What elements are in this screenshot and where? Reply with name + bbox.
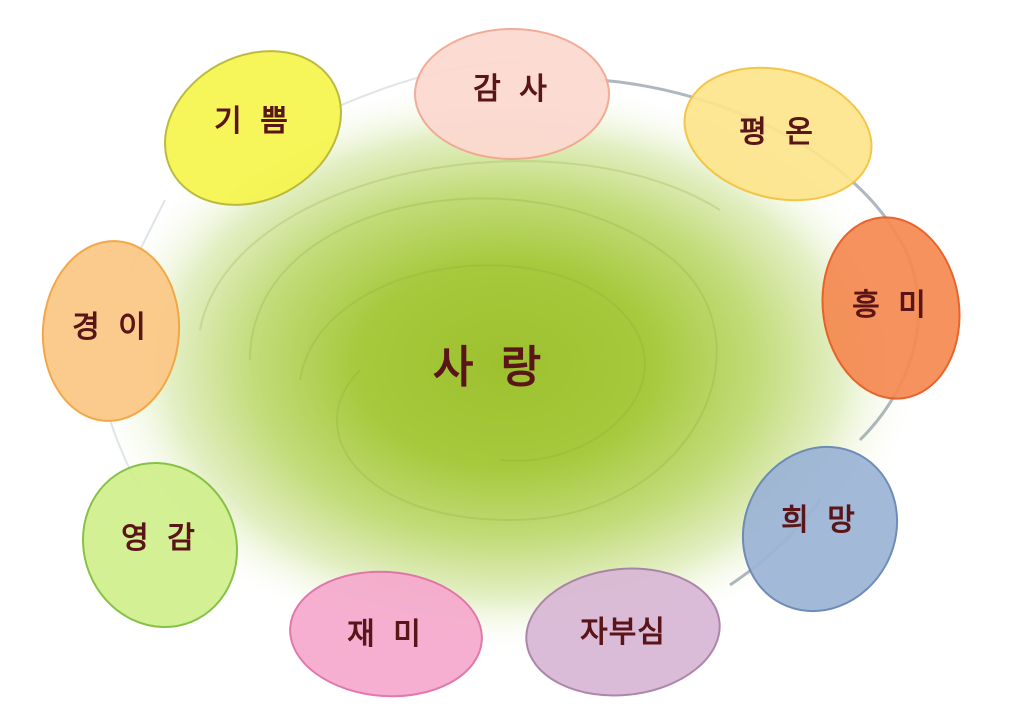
swirl-lines (199, 160, 721, 522)
emotion-bubble-awe: 경 이 (40, 240, 182, 422)
emotion-bubble-gratitude: 감 사 (414, 28, 610, 160)
bubble-shape (741, 445, 899, 613)
bubble-shape (164, 50, 342, 206)
center-glow (85, 75, 925, 655)
bubble-label: 자부심 (580, 615, 666, 650)
bubble-label: 흥 미 (852, 288, 930, 323)
emotion-bubble-inspiration: 영 감 (80, 460, 240, 630)
bubble-shape (821, 216, 961, 400)
emotion-bubble-interest: 흥 미 (818, 216, 964, 400)
bubble-label: 감 사 (473, 72, 551, 107)
bubble-label: 희 망 (781, 503, 859, 538)
emotion-bubble-hope: 희 망 (740, 444, 900, 614)
center-label: 사 랑 (432, 342, 548, 393)
emotion-bubble-joy: 기 쁨 (158, 50, 348, 206)
bubble-shape (683, 66, 873, 202)
bubble-label: 기 쁨 (214, 104, 292, 139)
emotion-bubble-amusement: 재 미 (288, 570, 484, 698)
emotion-bubble-pride: 자부심 (524, 566, 722, 698)
bubble-label: 경 이 (72, 310, 150, 345)
bubble-shape (289, 570, 483, 698)
bubble-shape (81, 461, 239, 629)
bubble-shape (41, 240, 181, 422)
emotion-bubble-serenity: 평 온 (682, 66, 874, 202)
bubble-label: 재 미 (347, 617, 425, 652)
bubble-shape (414, 28, 610, 160)
bubble-label: 영 감 (121, 521, 199, 556)
bubble-label: 평 온 (739, 115, 817, 150)
bubble-shape (525, 567, 721, 697)
